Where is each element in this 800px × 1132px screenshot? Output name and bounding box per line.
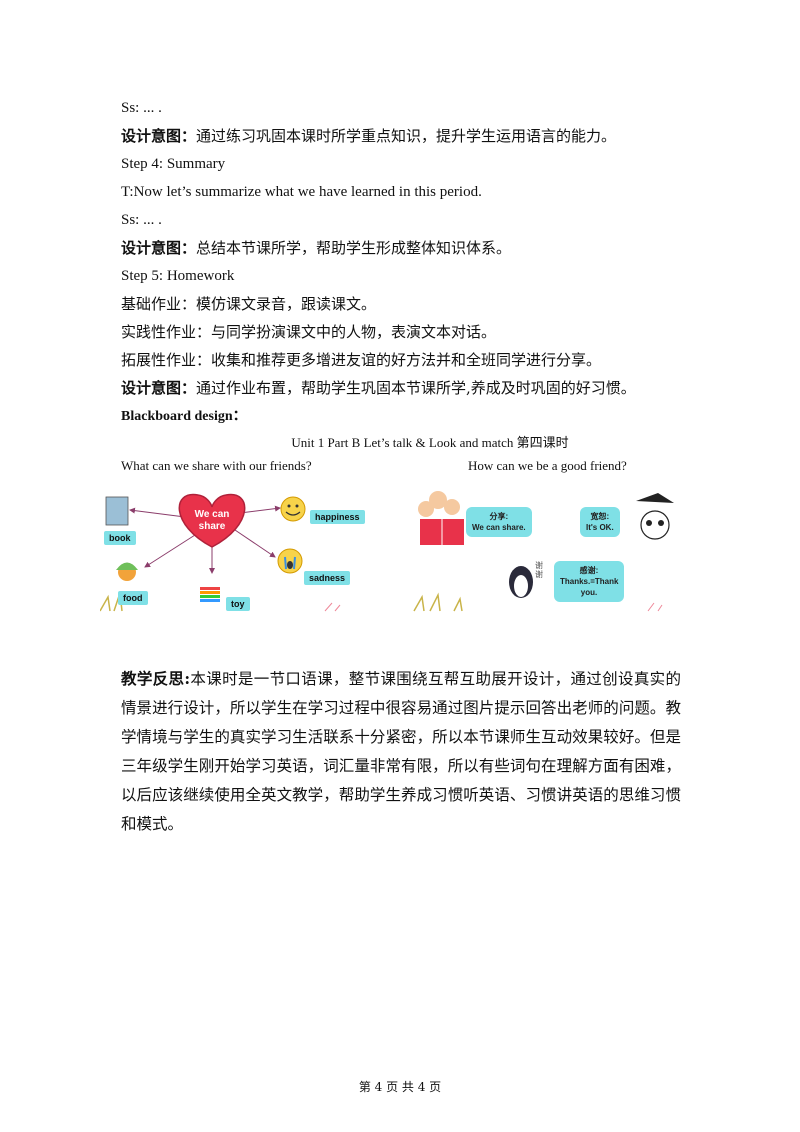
homework-line: 基础作业：模仿课文录音，跟读课文。 [121, 295, 377, 313]
bubble-thanks: 感谢: Thanks.=Thank you. [554, 561, 624, 602]
text-line: T:Now let’s summarize what we have learn… [121, 184, 482, 200]
friendship-graphic [413, 491, 674, 612]
bubble-thanks-en: Thanks.=Thank you. [560, 577, 619, 597]
blackboard-title: Unit 1 Part B Let’s talk & Look and matc… [291, 435, 569, 450]
bubble-forgive-en: It's OK. [586, 523, 614, 532]
tag-happiness: happiness [310, 510, 365, 524]
text-line: Ss: ... . [121, 100, 162, 116]
tag-book: book [104, 531, 136, 545]
tag-sadness: sadness [304, 571, 351, 585]
design-intent-label: 设计意图： [121, 379, 197, 397]
heart-label: We can share [194, 509, 230, 532]
friendship-panel: 分享: We can share. 宽恕: It's OK. 感谢: Thank… [408, 485, 684, 615]
reflection-label: 教学反思: [121, 669, 191, 688]
design-intent-line: 设计意图：通过练习巩固本课时所学重点知识，提升学生运用语言的能力。 [121, 125, 616, 147]
reflection-text: 本课时是一节口语课，整节课围绕互帮互助展开设计，通过创设真实的情景进行设计，所以… [121, 670, 681, 833]
tag-toy: toy [226, 597, 250, 611]
mindmap-panel: We can share book happiness food toy sad… [100, 485, 365, 615]
design-intent-line: 设计意图：通过作业布置，帮助学生巩固本节课所学,养成及时巩固的好习惯。 [121, 377, 636, 399]
bubble-share: 分享: We can share. [466, 507, 532, 537]
question-right: How can we be a good friend? [468, 458, 627, 473]
bubble-forgive-cn: 宽恕: [590, 512, 610, 521]
bubble-share-en: We can share. [472, 523, 526, 532]
page-footer: 第 4 页 共 4 页 [358, 1080, 442, 1094]
step-heading: Step 4: Summary [121, 156, 226, 172]
design-intent-text: 通过作业布置，帮助学生巩固本节课所学,养成及时巩固的好习惯。 [196, 379, 636, 397]
design-intent-label: 设计意图： [121, 127, 197, 145]
homework-line: 实践性作业：与同学扮演课文中的人物，表演文本对话。 [121, 323, 497, 341]
reflection-paragraph: 教学反思:本课时是一节口语课，整节课围绕互帮互助展开设计，通过创设真实的情景进行… [121, 664, 681, 839]
homework-line: 拓展性作业：收集和推荐更多增进友谊的好方法并和全班同学进行分享。 [121, 351, 602, 369]
step-heading: Step 5: Homework [121, 268, 235, 284]
design-intent-line: 设计意图：总结本节课所学，帮助学生形成整体知识体系。 [121, 237, 511, 259]
xiexie-label: 谢谢 [535, 561, 543, 579]
bubble-thanks-cn: 感谢: [579, 566, 599, 575]
bubble-forgive: 宽恕: It's OK. [580, 507, 620, 537]
blackboard-heading: Blackboard design： [121, 409, 247, 424]
design-intent-text: 通过练习巩固本课时所学重点知识，提升学生运用语言的能力。 [196, 127, 617, 145]
question-left: What can we share with our friends? [121, 458, 312, 473]
bubble-share-cn: 分享: [489, 512, 509, 521]
design-intent-label: 设计意图： [121, 239, 197, 257]
mindmap-graphic [100, 493, 341, 612]
text-line: Ss: ... . [121, 212, 162, 228]
tag-food: food [118, 591, 148, 605]
design-intent-text: 总结本节课所学，帮助学生形成整体知识体系。 [196, 239, 512, 257]
